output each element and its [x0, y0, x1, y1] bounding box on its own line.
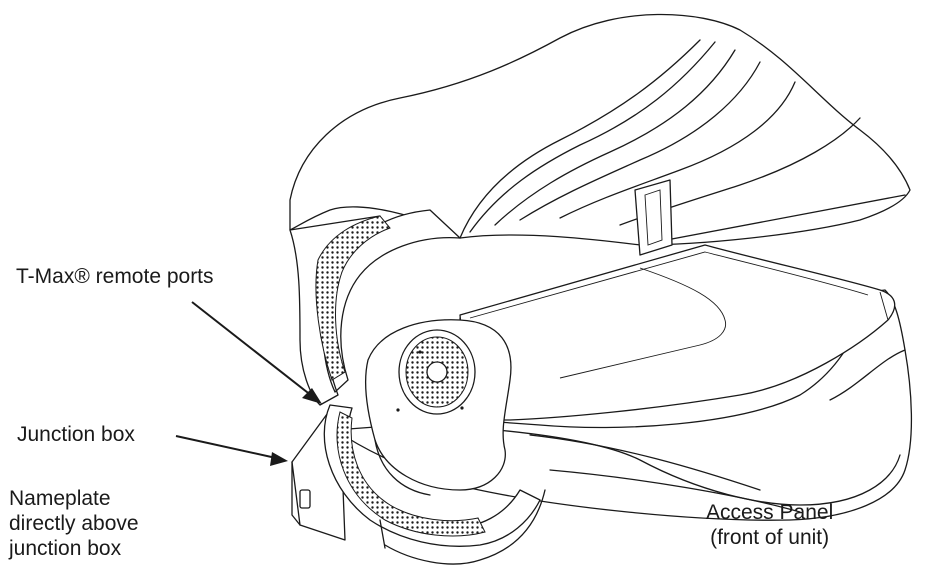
nameplate-line-1: Nameplate [9, 487, 111, 510]
face-ring [323, 404, 546, 565]
nameplate-label: Nameplate directly above junction box [9, 486, 139, 561]
access-panel-label: Access Panel (front of unit) [706, 500, 833, 550]
acrylic-bed-surface [459, 244, 896, 421]
canopy-hinge-ring [289, 209, 461, 406]
remote-ports-label: T-Max® remote ports [16, 265, 214, 288]
access-panel-line-2: (front of unit) [710, 526, 830, 549]
junction-box-arrow [175, 435, 288, 466]
junction-box-label: Junction box [17, 423, 135, 446]
access-panel-line-1: Access Panel [706, 501, 834, 524]
face-tanner-unit [364, 319, 512, 496]
nameplate-line-3: junction box [9, 537, 122, 560]
remote-ports-arrow [191, 301, 322, 404]
bed-canopy [289, 13, 911, 246]
side-pillar [634, 179, 673, 256]
nameplate-line-2: directly above [9, 512, 139, 535]
